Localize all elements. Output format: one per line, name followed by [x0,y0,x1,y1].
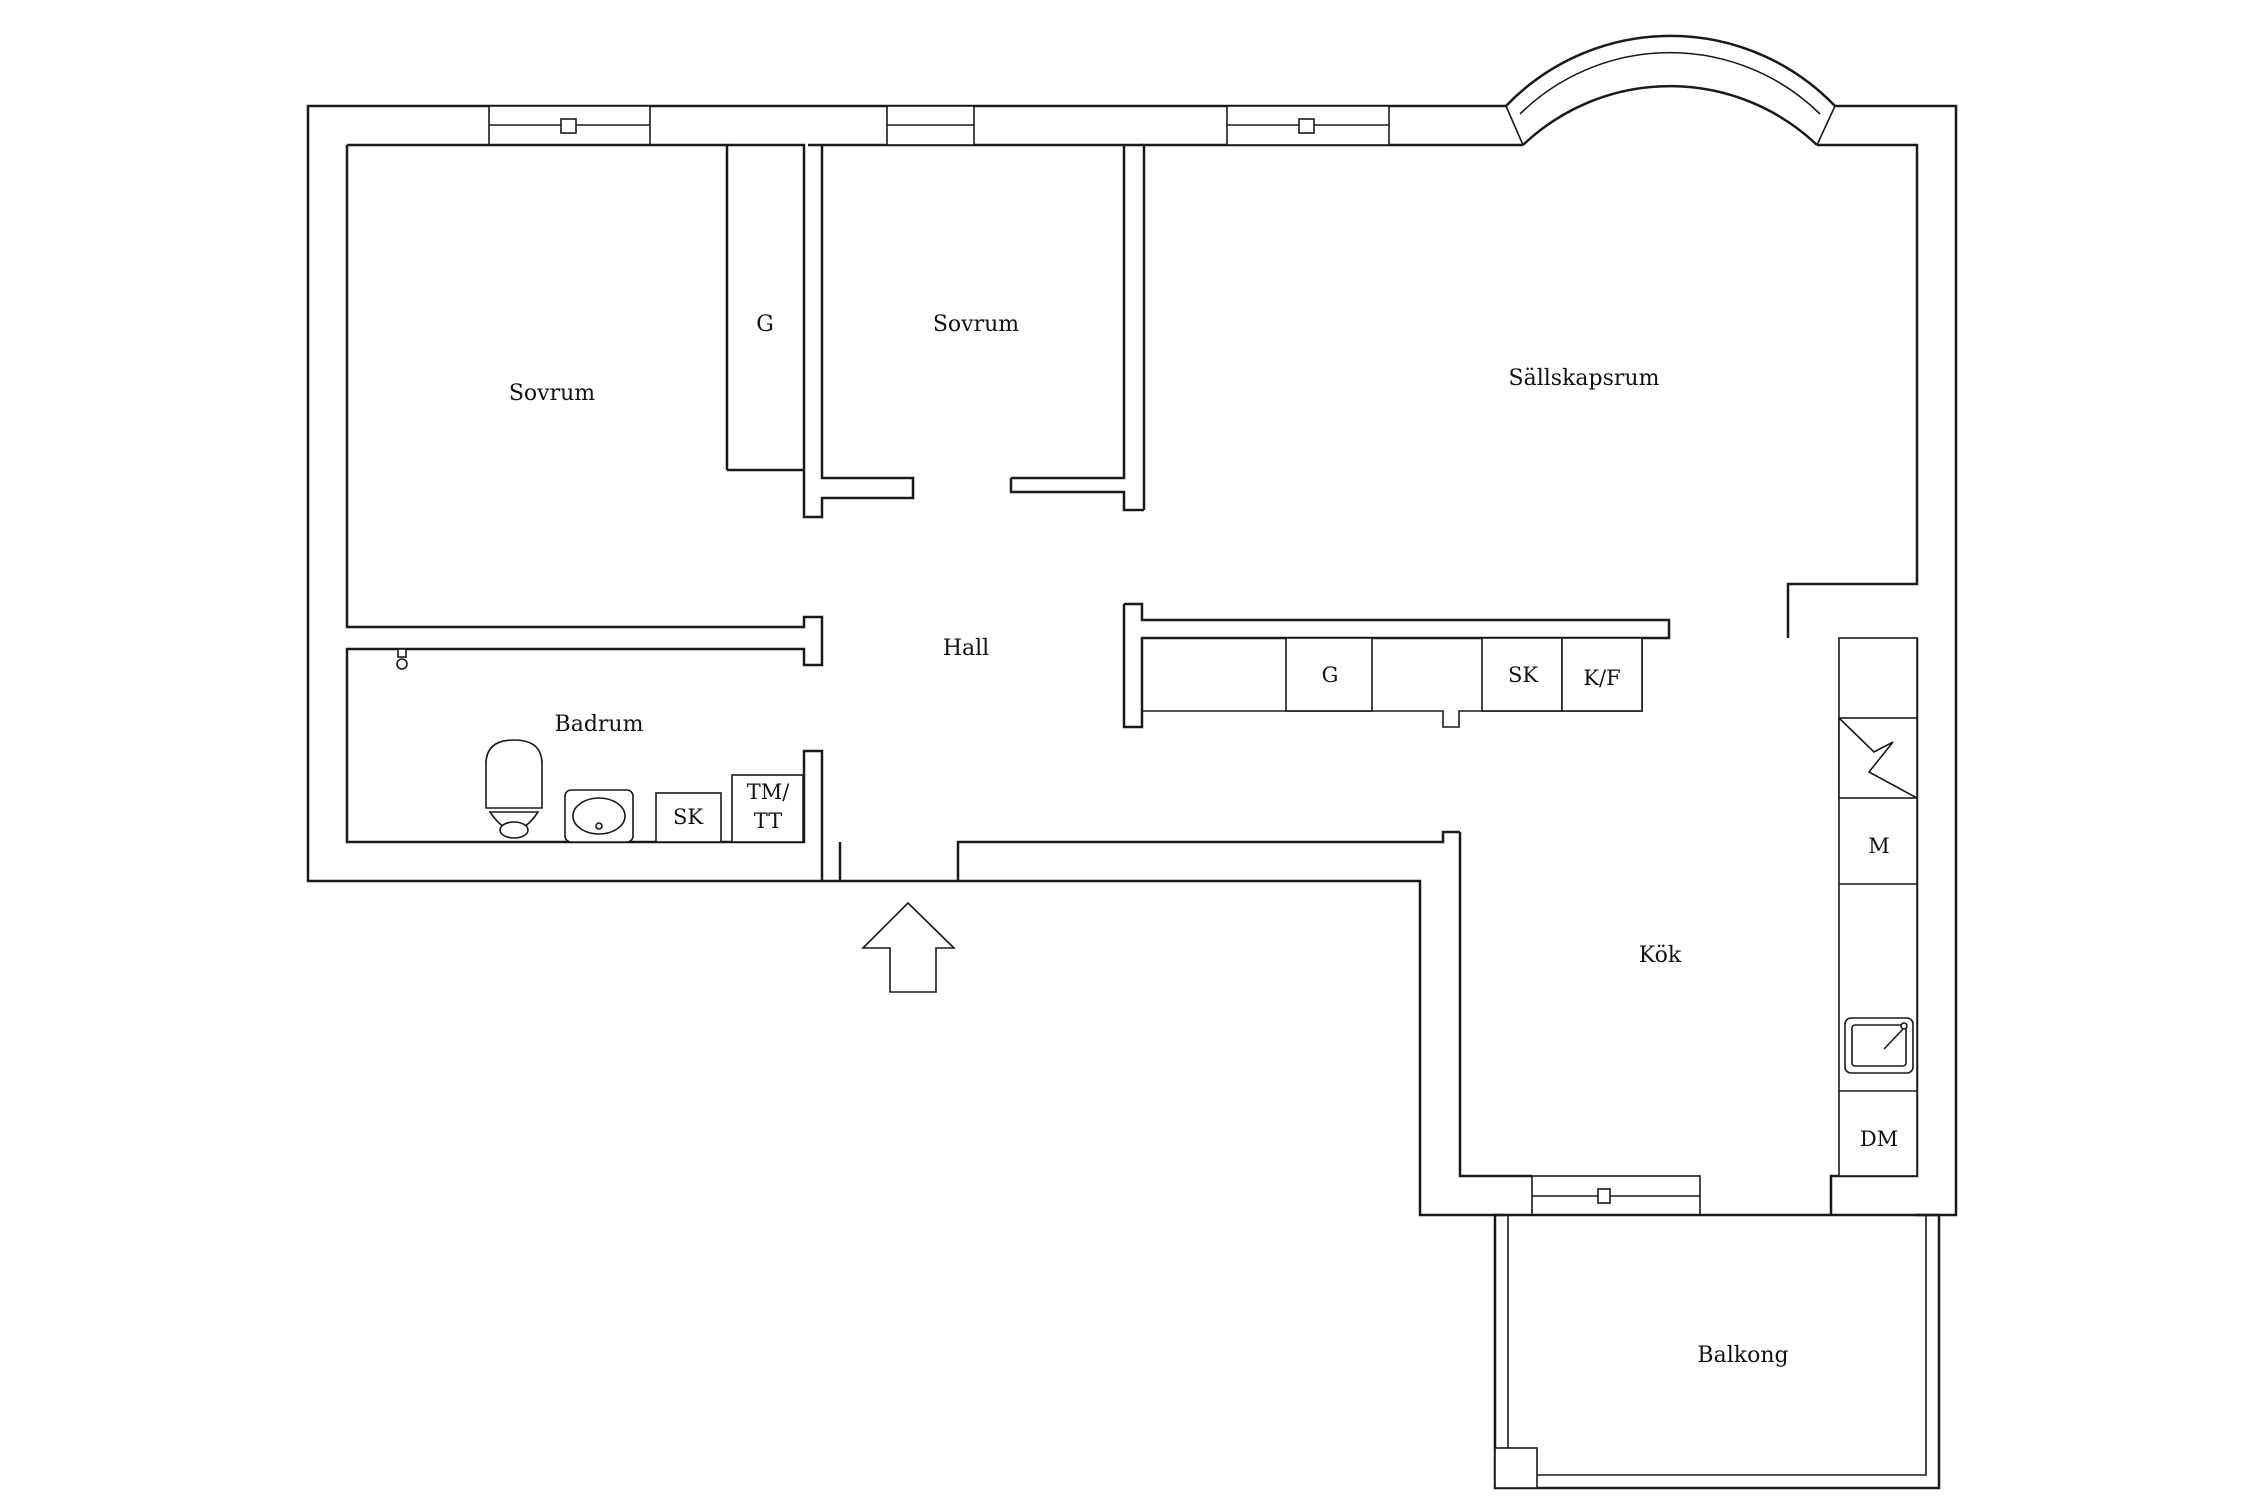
label-sovrum-left: Sovrum [509,381,595,406]
entrance-arrow-icon [861,901,956,993]
toilet-icon [485,739,543,839]
window-sovrum-left [488,105,651,146]
label-badrum: Badrum [555,712,644,737]
tm-tt-box [731,774,804,843]
label-sk-hall: SK [1508,663,1538,687]
label-kok: Kök [1639,943,1682,968]
label-balkong: Balkong [1697,1343,1788,1368]
label-closet-g-bedroom: G [756,312,774,337]
label-sallskapsrum: Sällskapsrum [1509,366,1660,391]
label-m: M [1868,834,1890,858]
label-dm: DM [1860,1127,1898,1151]
outer-walls [306,104,1958,1217]
label-tm-tt-line1: TM/ [747,780,791,804]
sovrum-mid-walls [1009,145,1144,512]
label-sk-bath: SK [673,805,703,829]
sink-icon [564,789,634,843]
label-hall: Hall [943,636,989,661]
window-kok [1531,1175,1701,1216]
hall-storage [1122,602,1671,729]
label-tm-tt-line2: TT [754,809,782,833]
shower-head-icon [396,648,408,670]
kitchen-sink-icon [1844,1017,1914,1074]
entrance-walls [838,830,1460,881]
kitchen-counter [1838,637,1918,1177]
window-sallskapsrum [1226,105,1390,146]
bay-window [1505,34,1836,146]
label-closet-g-hall: G [1322,663,1339,687]
wardrobe-g-bedroom [727,143,915,519]
label-kf: K/F [1583,666,1620,690]
sk-bath-box [655,792,722,843]
label-sovrum-mid: Sovrum [933,312,1019,337]
balcony [1493,1213,1941,1490]
stove-icon [1838,717,1918,799]
sovrum-left-walls [345,143,824,881]
window-sovrum-mid [886,105,975,146]
